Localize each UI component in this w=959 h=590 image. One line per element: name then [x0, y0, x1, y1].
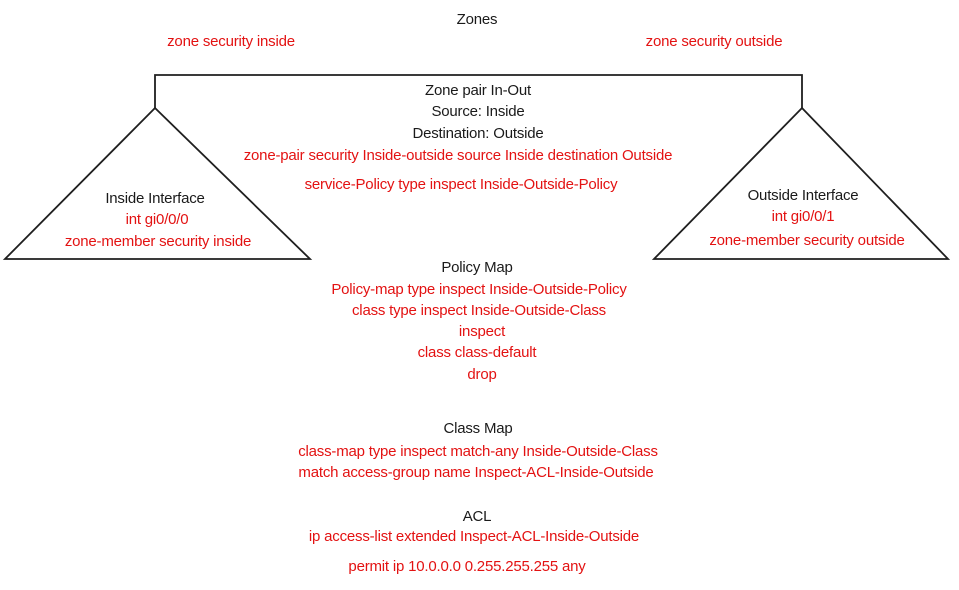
outside-interface-zone-member-command: zone-member security outside: [709, 232, 905, 249]
policy-map-command: Policy-map type inspect Inside-Outside-P…: [331, 281, 627, 298]
class-map-command: class-map type inspect match-any Inside-…: [298, 443, 658, 460]
acl-access-list-command: ip access-list extended Inspect-ACL-Insi…: [308, 528, 640, 545]
outside-interface-title: Outside Interface: [747, 187, 859, 204]
policy-map-drop-command: drop: [467, 366, 497, 383]
inside-interface-zone-member-command: zone-member security inside: [64, 233, 252, 250]
class-map-title: Class Map: [443, 420, 513, 437]
zone-pair-source: Source: Inside: [431, 103, 525, 120]
policy-map-class-default-command: class class-default: [417, 344, 537, 361]
zones-title: Zones: [456, 11, 498, 28]
service-policy-command: service-Policy type inspect Inside-Outsi…: [304, 176, 618, 193]
inside-interface-title: Inside Interface: [105, 190, 205, 207]
zone-security-inside-command: zone security inside: [167, 33, 295, 50]
policy-map-class-command: class type inspect Inside-Outside-Class: [352, 302, 606, 319]
zone-pair-destination: Destination: Outside: [412, 125, 544, 142]
zone-pair-command: zone-pair security Inside-outside source…: [243, 147, 673, 164]
policy-map-inspect-command: inspect: [458, 323, 506, 340]
zone-pair-connector-line: [154, 74, 803, 108]
inside-interface-triangle: [2, 106, 313, 260]
class-map-match-command: match access-group name Inspect-ACL-Insi…: [298, 464, 654, 481]
outside-interface-triangle: [651, 106, 951, 260]
inside-interface-int-command: int gi0/0/0: [125, 211, 189, 228]
zone-security-outside-command: zone security outside: [645, 33, 783, 50]
policy-map-title: Policy Map: [441, 259, 513, 276]
acl-title: ACL: [462, 508, 492, 525]
zone-pair-title: Zone pair In-Out: [424, 82, 532, 99]
acl-permit-command: permit ip 10.0.0.0 0.255.255.255 any: [348, 558, 586, 575]
outside-interface-int-command: int gi0/0/1: [771, 208, 835, 225]
